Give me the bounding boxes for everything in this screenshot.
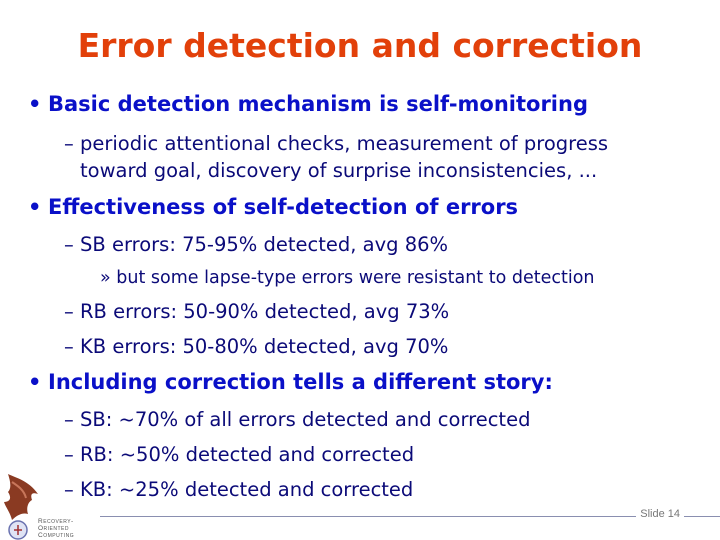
bullet-level2: –KB: ~25% detected and corrected — [64, 478, 414, 501]
bullet-level1: •Basic detection mechanism is self-monit… — [28, 92, 588, 116]
bullet-level1: •Effectiveness of self-detection of erro… — [28, 195, 519, 219]
footer-divider — [100, 516, 720, 517]
bullet-level2: –periodic attentional checks, measuremen… — [64, 132, 609, 155]
bullet-level1: •Including correction tells a different … — [28, 370, 553, 394]
bullet-level2: –RB errors: 50-90% detected, avg 73% — [64, 300, 450, 323]
slide-number: Slide 14 — [636, 508, 684, 520]
slide-title: Error detection and correction — [77, 26, 643, 65]
bullet-level2: –SB errors: 75-95% detected, avg 86% — [64, 233, 449, 256]
eagle-logo-icon — [4, 474, 38, 540]
bullet-level2: –RB: ~50% detected and corrected — [64, 443, 415, 466]
bullet-level2-continuation: toward goal, discovery of surprise incon… — [80, 159, 598, 182]
bullet-level3: » but some lapse-type errors were resist… — [100, 268, 595, 288]
logo-text: Recovery- Oriented Computing — [38, 518, 75, 539]
bullet-level2: –KB errors: 50-80% detected, avg 70% — [64, 335, 449, 358]
bullet-level2: –SB: ~70% of all errors detected and cor… — [64, 408, 531, 431]
